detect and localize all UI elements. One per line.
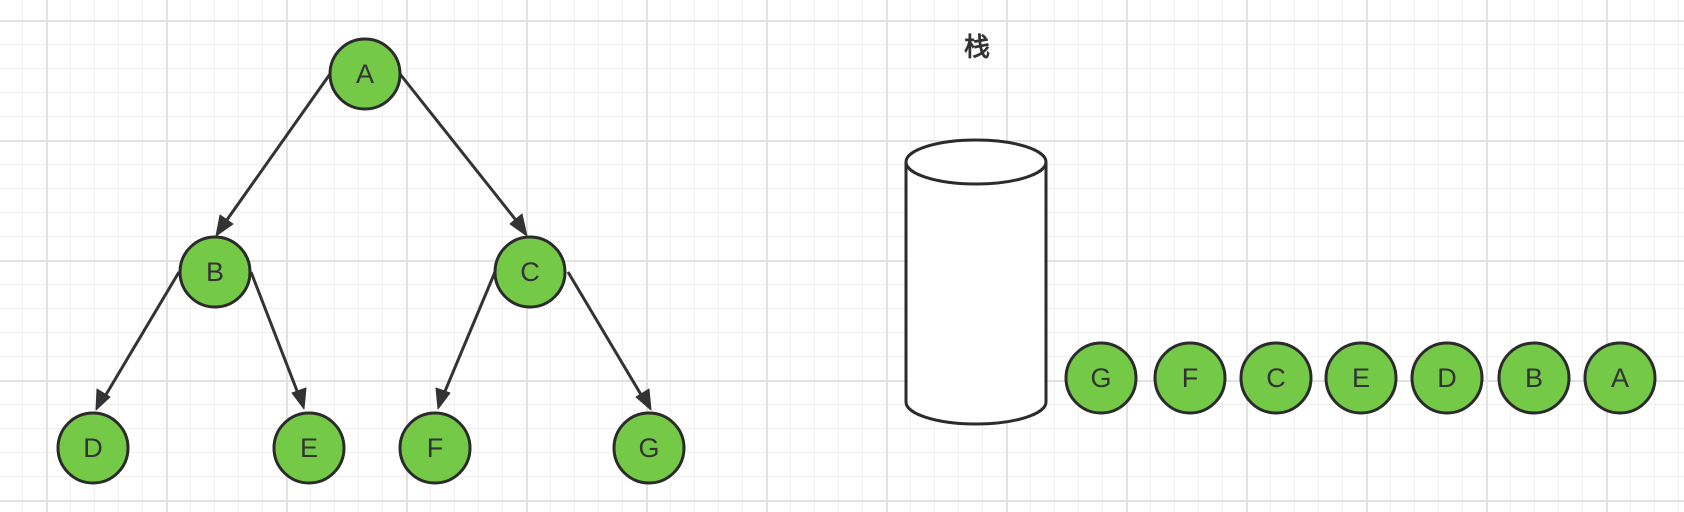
tree-node-b-label: B (206, 257, 224, 287)
sequence-item-label: A (1611, 363, 1629, 393)
tree-node-e-label: E (300, 433, 318, 463)
edge-a-b (215, 73, 332, 237)
edge-b-d (95, 271, 181, 411)
tree-node-b: B (178, 235, 252, 309)
tree-node-g: G (612, 411, 686, 485)
stack-cylinder-body (904, 162, 1048, 426)
sequence-item-label: B (1525, 363, 1543, 393)
tree-nodes: A B C D E F G (56, 37, 686, 485)
tree-node-a-label: A (356, 59, 374, 89)
sequence-item-label: F (1182, 363, 1199, 393)
tree-node-d-label: D (83, 433, 103, 463)
edge-a-c (398, 73, 528, 237)
sequence-item: C (1239, 341, 1313, 415)
edge-c-g (566, 271, 652, 411)
tree-node-f: F (398, 411, 472, 485)
tree-node-e: E (272, 411, 346, 485)
sequence-item: B (1497, 341, 1571, 415)
sequence-item: E (1324, 341, 1398, 415)
tree-node-g-label: G (638, 433, 659, 463)
tree-node-c-label: C (520, 257, 540, 287)
edge-b-e (249, 271, 307, 410)
tree-node-c: C (493, 235, 567, 309)
sequence-item: D (1410, 341, 1484, 415)
tree-node-a: A (328, 37, 402, 111)
sequence-item: A (1583, 341, 1657, 415)
edge-c-f (435, 271, 497, 410)
sequence-item-label: G (1090, 363, 1111, 393)
sequence-item: F (1153, 341, 1227, 415)
tree-node-d: D (56, 411, 130, 485)
stack: 栈 (904, 33, 1048, 426)
stack-cylinder-top (904, 138, 1048, 186)
sequence-item-label: D (1437, 363, 1457, 393)
stack-title: 栈 (964, 33, 990, 63)
sequence-item: G (1064, 341, 1138, 415)
sequence-item-label: C (1266, 363, 1286, 393)
tree-edges (95, 73, 652, 411)
output-sequence: G F C E D B A (1064, 341, 1657, 415)
tree-node-f-label: F (427, 433, 444, 463)
sequence-item-label: E (1352, 363, 1370, 393)
